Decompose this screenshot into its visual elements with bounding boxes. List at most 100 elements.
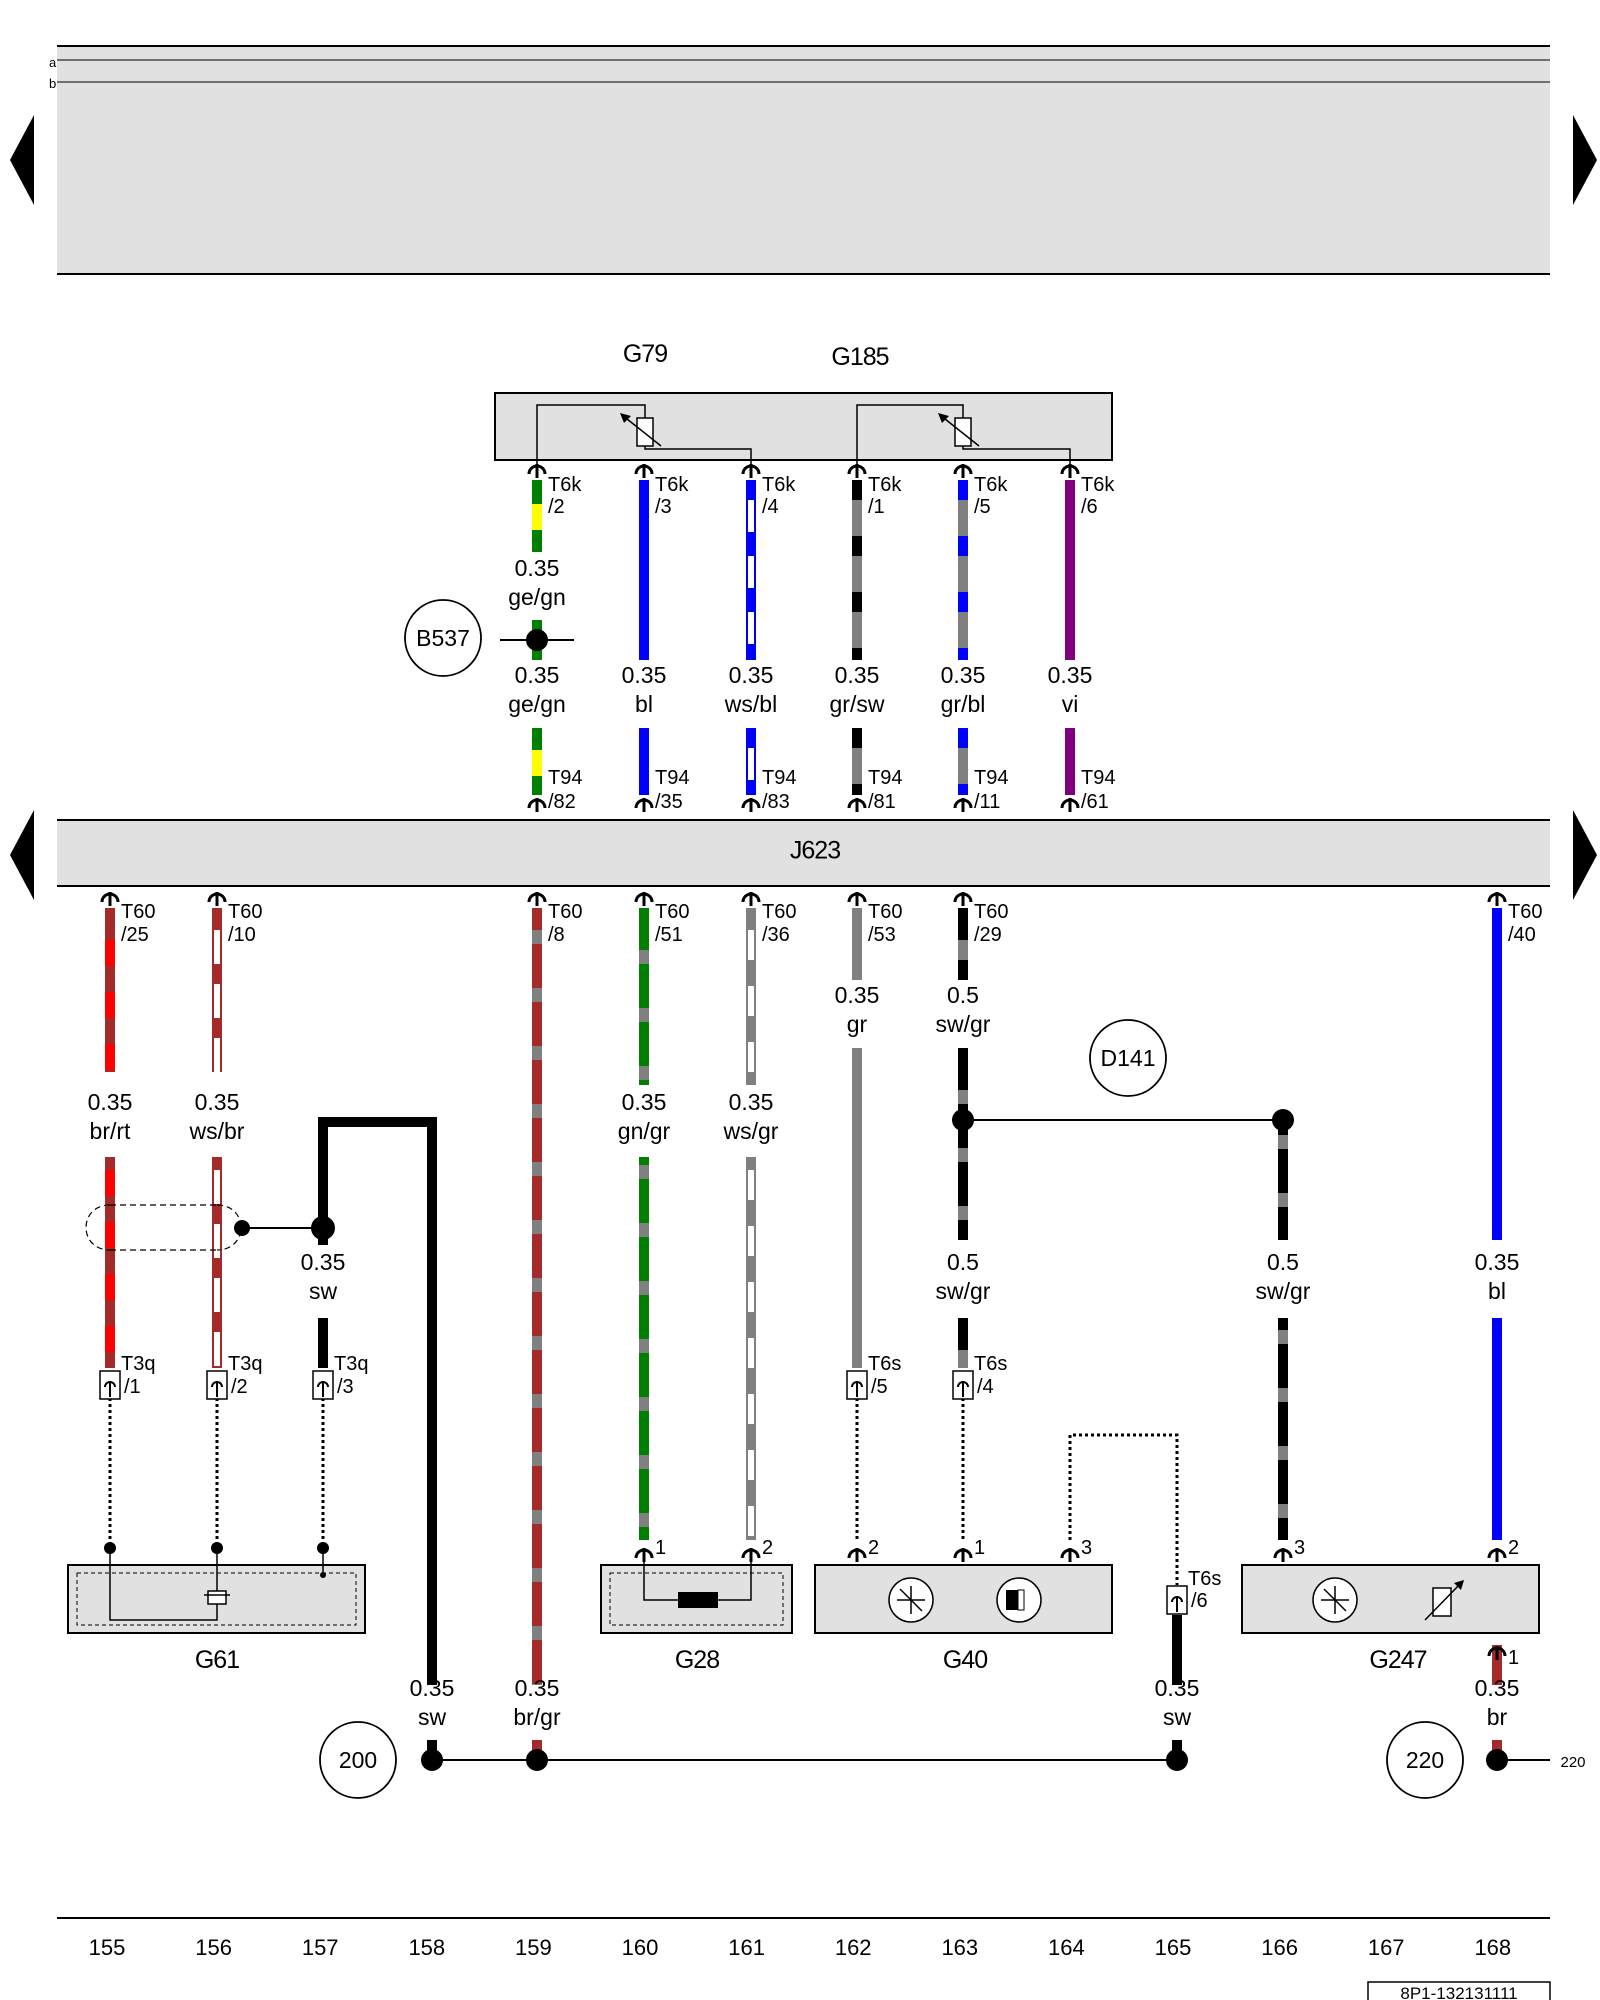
ground-ref-220: 220 xyxy=(1406,1747,1444,1773)
wire-color: ge/gn xyxy=(508,584,566,610)
next-page-arrow-top[interactable] xyxy=(1573,115,1597,205)
wire-size: 0.35 xyxy=(515,555,560,581)
next-page-arrow-mid[interactable] xyxy=(1573,810,1597,900)
pin-label-t6s: T6s xyxy=(974,1353,1007,1375)
wire-size: 0.35 xyxy=(1475,1249,1520,1275)
wire-color: sw/gr xyxy=(936,1011,991,1037)
wire-color: sw xyxy=(418,1704,447,1730)
wire-color: gr/sw xyxy=(830,691,885,717)
column-number: 158 xyxy=(408,1935,445,1960)
splice-d141: D141 xyxy=(1089,1019,1167,1097)
upper-wire-labels: 0.35 ge/gn 0.35 ge/gn 0.35 bl 0.35 ws/bl… xyxy=(508,555,1092,717)
ecu-j623: J623 xyxy=(57,819,1550,887)
wire-color: ws/bl xyxy=(724,691,777,717)
row-label-b: b xyxy=(49,76,56,91)
splice-ref-b537: B537 xyxy=(416,625,470,651)
pin-label-t60-num: /8 xyxy=(548,924,565,946)
connector-labels: T3q /1 T3q /2 T3q /3 T6s /5 T6s /4 T6s /… xyxy=(121,1353,1221,1612)
column-number: 159 xyxy=(515,1935,552,1960)
pin-number: 2 xyxy=(762,1537,773,1559)
pin-label-t60: T60 xyxy=(121,901,155,923)
wire-size: 0.35 xyxy=(622,1089,667,1115)
t60-pin-labels: T60 /25 T60 /10 T60 /8 T60 /51 T60 /36 T… xyxy=(121,901,1542,946)
pin-label-t6k-num: /3 xyxy=(655,496,672,518)
splice-ref-d141: D141 xyxy=(1101,1045,1156,1071)
pin-label-t60: T60 xyxy=(974,901,1008,923)
engine-speed-sensor-g28: G28 xyxy=(600,1560,793,1674)
wire-color: br xyxy=(1487,1704,1508,1730)
wire-color: sw/gr xyxy=(936,1278,991,1304)
wire-size: 0.35 xyxy=(88,1089,133,1115)
pin-number: 3 xyxy=(1081,1537,1092,1559)
pin-number: 2 xyxy=(1508,1537,1519,1559)
wire-size: 0.35 xyxy=(835,982,880,1008)
component-label-g79: G79 xyxy=(623,340,667,368)
pin-label-t94-num: /11 xyxy=(974,791,1000,813)
column-number: 166 xyxy=(1261,1935,1298,1960)
continuation-ref-220[interactable]: 220 xyxy=(1560,1754,1585,1771)
wire-color: vi xyxy=(1062,691,1079,717)
pin-label-t6k-num: /5 xyxy=(974,496,991,518)
wire-color: ws/gr xyxy=(723,1118,779,1144)
wire-color: gr/bl xyxy=(941,691,986,717)
wire-size: 0.35 xyxy=(410,1675,455,1701)
inline-connector-pin xyxy=(851,1381,863,1397)
wire-color: br/gr xyxy=(513,1704,561,1730)
pin-label-t60-num: /29 xyxy=(974,924,1002,946)
pin-label-t60: T60 xyxy=(762,901,796,923)
component-label-g61: G61 xyxy=(195,1646,239,1674)
pin-label-t6s: T6s xyxy=(868,1353,901,1375)
upper-wire-group xyxy=(532,480,1075,795)
wire-size: 0.35 xyxy=(622,662,667,688)
pin-label-t94: T94 xyxy=(1081,767,1115,789)
ground-220: 220 220 xyxy=(1386,1721,1586,1799)
pin-label-t6k-num: /1 xyxy=(868,496,885,518)
ground-200: 200 xyxy=(319,1721,1188,1799)
prev-page-arrow-mid[interactable] xyxy=(10,810,34,900)
pin-label-t6s-num: /4 xyxy=(977,1376,994,1398)
wire-color: br/rt xyxy=(90,1118,132,1144)
pin-label-t94-num: /35 xyxy=(655,791,683,813)
connector-pins xyxy=(99,464,1507,1660)
pin-label-t60-num: /53 xyxy=(868,924,896,946)
wire-color: ge/gn xyxy=(508,691,566,717)
pin-label-t6s: T6s xyxy=(1188,1568,1221,1590)
prev-page-arrow-top[interactable] xyxy=(10,115,34,205)
pin-label-t3q: T3q xyxy=(334,1353,368,1375)
pin-label-t94-num: /83 xyxy=(762,791,790,813)
pin-label-t60-num: /40 xyxy=(1508,924,1536,946)
component-label-g40: G40 xyxy=(943,1646,987,1674)
footer-code-box: 8P1-132131111 xyxy=(1367,1981,1551,2000)
pin-label-t60-num: /25 xyxy=(121,924,149,946)
pin-label-t94: T94 xyxy=(655,767,689,789)
pin-label-t6k: T6k xyxy=(548,474,582,496)
inline-connector-pin xyxy=(211,1381,223,1397)
inline-connector-pin xyxy=(1171,1596,1183,1612)
fuel-pressure-sensor-g247: G247 xyxy=(1241,1564,1540,1674)
pin-label-t94-num: /82 xyxy=(548,791,576,813)
wire-size: 0.35 xyxy=(515,1675,560,1701)
wire-color: bl xyxy=(1488,1278,1506,1304)
pin-label-t60: T60 xyxy=(548,901,582,923)
wire-color: bl xyxy=(635,691,653,717)
pin-label-t60-num: /36 xyxy=(762,924,790,946)
wire-size: 0.5 xyxy=(947,1249,979,1275)
wire-color: sw/gr xyxy=(1256,1278,1311,1304)
column-number: 161 xyxy=(728,1935,765,1960)
column-number: 165 xyxy=(1155,1935,1192,1960)
wire-color: ws/br xyxy=(189,1118,245,1144)
pin-number: 1 xyxy=(1508,1647,1519,1669)
pin-label-t94: T94 xyxy=(974,767,1008,789)
splice-b537: B537 xyxy=(404,599,574,677)
pin-label-t60: T60 xyxy=(228,901,262,923)
pin-label-t3q: T3q xyxy=(121,1353,155,1375)
wire-size: 0.35 xyxy=(301,1249,346,1275)
wire-size: 0.35 xyxy=(835,662,880,688)
pin-label-t6k: T6k xyxy=(868,474,902,496)
column-number: 156 xyxy=(195,1935,232,1960)
pin-label-t94-num: /81 xyxy=(868,791,896,813)
column-number: 162 xyxy=(835,1935,872,1960)
pin-label-t6k: T6k xyxy=(655,474,689,496)
pin-label-t6s-num: /6 xyxy=(1191,1590,1208,1612)
